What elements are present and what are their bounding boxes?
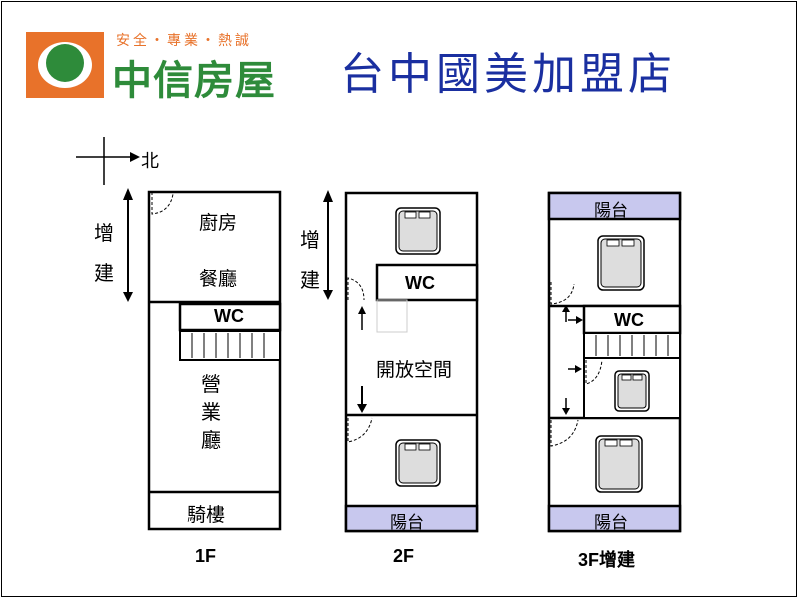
extension-label-1f: 增建: [94, 221, 114, 285]
room-wc-3f: WC: [614, 310, 644, 330]
bed-icon: [597, 235, 645, 291]
brand-name: 中信房屋: [112, 58, 276, 104]
floor-plan-2f: [323, 190, 479, 533]
bed-icon: [395, 439, 441, 487]
room-wc-1f: WC: [214, 306, 244, 326]
room-dining: 餐廳: [199, 268, 238, 290]
extension-arrow-2f: [323, 190, 333, 300]
room-open-space: 開放空間: [376, 359, 453, 381]
extension-arrow-1f: [123, 188, 133, 302]
brand-logo-mark: [26, 32, 104, 98]
brand-tagline: 安全・專業・熱誠: [116, 32, 252, 48]
floor-label-3f: 3F增建: [578, 550, 636, 570]
floor-label-1f: 1F: [195, 546, 217, 566]
balcony-3f-top: 陽台: [594, 201, 628, 221]
store-name: 台中國美加盟店: [340, 49, 676, 100]
bed-icon: [614, 370, 650, 412]
balcony-3f-bottom: 陽台: [594, 513, 628, 533]
floor-plan-1f: [123, 188, 282, 531]
bed-icon: [395, 207, 441, 255]
floor-plan-3f: [547, 191, 682, 533]
room-wc-2f: WC: [405, 273, 435, 293]
bed-icon: [595, 435, 643, 493]
extension-label-2f: 增建: [300, 228, 320, 292]
north-arrow-icon: [76, 137, 140, 185]
room-arcade: 騎樓: [187, 504, 226, 526]
balcony-2f: 陽台: [390, 513, 424, 533]
room-kitchen: 廚房: [199, 212, 238, 234]
room-business-hall: 營業廳: [201, 372, 221, 452]
floor-label-2f: 2F: [393, 546, 415, 566]
compass-north-label: 北: [141, 151, 159, 172]
globe-icon: [46, 44, 84, 82]
